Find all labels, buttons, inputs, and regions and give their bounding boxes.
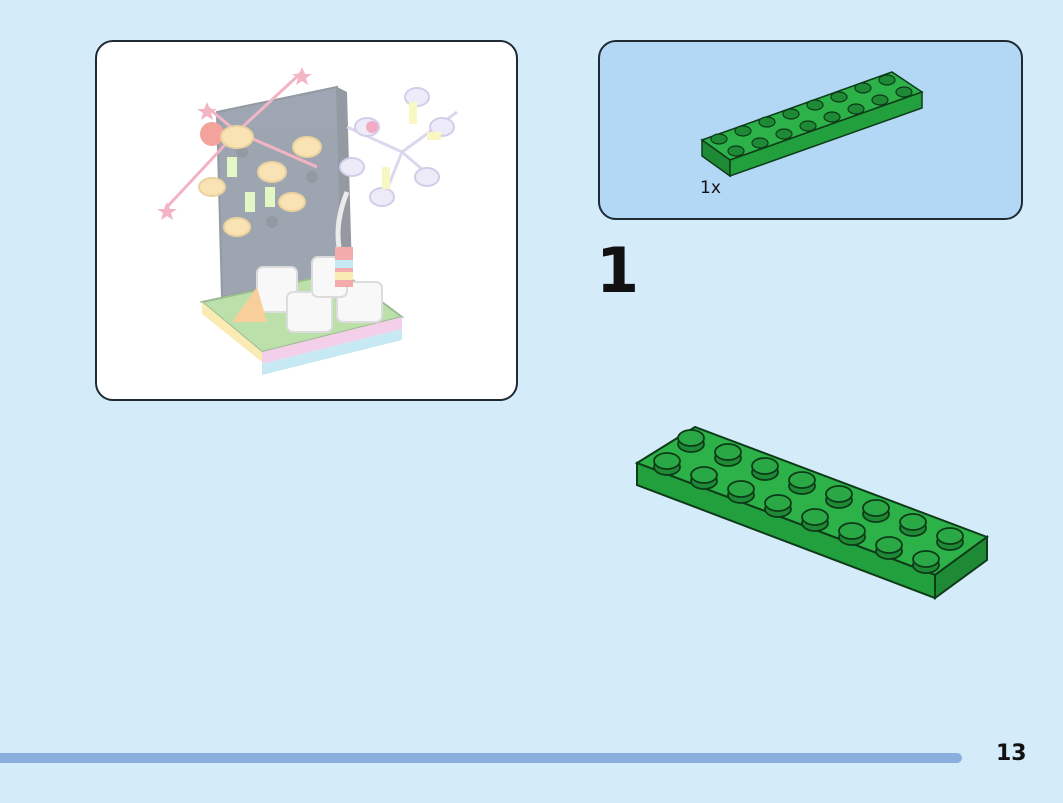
green-plate-2x8-icon (634, 425, 990, 600)
green-plate-2x8-icon (700, 71, 924, 178)
part-quantity-label: 1x (700, 178, 721, 198)
page-number: 13 (996, 741, 1027, 766)
parts-list-panel: 1x (598, 40, 1023, 220)
model-preview-panel (95, 40, 518, 401)
finished-model-icon (157, 67, 458, 375)
progress-bar (0, 753, 962, 763)
step-number: 1 (596, 234, 640, 307)
